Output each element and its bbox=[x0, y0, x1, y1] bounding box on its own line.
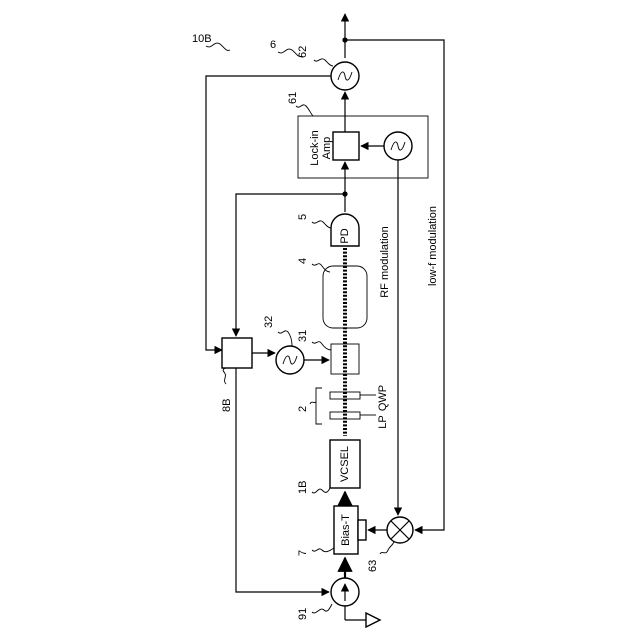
leader-squiggle bbox=[278, 331, 292, 346]
leader-squiggle bbox=[310, 402, 316, 404]
ref-7: 7 bbox=[297, 550, 309, 556]
leader-squiggle bbox=[312, 342, 331, 350]
ref-32: 32 bbox=[263, 316, 275, 328]
control-8b bbox=[222, 338, 252, 368]
biast-label: Bias-T bbox=[340, 514, 352, 546]
lp-label: LP bbox=[377, 415, 389, 428]
leader-squiggle bbox=[312, 488, 330, 493]
ref-91: 91 bbox=[297, 608, 309, 620]
gas-cell bbox=[323, 266, 367, 328]
ground-icon bbox=[366, 613, 380, 627]
optics-bracket bbox=[316, 388, 322, 424]
leader-squiggle bbox=[312, 221, 331, 228]
ref-10b: 10B bbox=[192, 33, 212, 45]
feedback-pd-to-8b bbox=[236, 194, 345, 336]
lockin-label-line2: Amp bbox=[321, 137, 333, 160]
ref-62: 62 bbox=[297, 46, 309, 58]
ref-2: 2 bbox=[297, 406, 309, 412]
lockin-label-line1: Lock-in bbox=[309, 130, 321, 165]
ref-61: 61 bbox=[287, 92, 299, 104]
feedback-62-to-8b bbox=[206, 76, 331, 350]
8b-to-source-line bbox=[236, 368, 329, 592]
leader-squiggle bbox=[314, 59, 333, 66]
lockin-amp-box bbox=[333, 132, 359, 160]
leader-squiggle bbox=[312, 548, 334, 552]
ref-31: 31 bbox=[297, 330, 309, 342]
modulator-31 bbox=[331, 344, 359, 374]
ref-5: 5 bbox=[297, 214, 309, 220]
qwp-label: QWP bbox=[377, 385, 389, 411]
ref-4: 4 bbox=[297, 258, 309, 264]
vcsel-label: VCSEL bbox=[339, 446, 351, 482]
leader-squiggle bbox=[223, 368, 226, 384]
leader-squiggle bbox=[380, 542, 394, 554]
leader-squiggle bbox=[296, 105, 313, 116]
ref-6: 6 bbox=[270, 39, 276, 51]
pd-label: PD bbox=[339, 228, 351, 243]
lowf-modulation-label: low-f modulation bbox=[427, 206, 439, 286]
rf-modulation-label: RF modulation bbox=[379, 226, 391, 298]
leader-squiggle bbox=[312, 604, 332, 613]
ref-8b: 8B bbox=[221, 399, 233, 412]
ref-63: 63 bbox=[367, 560, 379, 572]
biast-port bbox=[358, 520, 366, 540]
ref-1b: 1B bbox=[297, 481, 309, 494]
